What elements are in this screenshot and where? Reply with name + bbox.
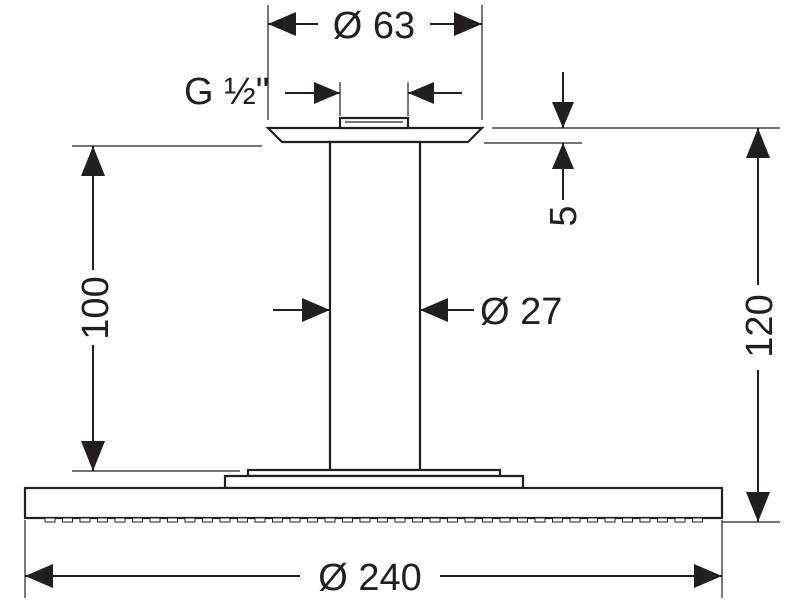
- nozzle: [552, 517, 563, 523]
- nozzle: [499, 517, 511, 523]
- dimension-top-diameter: Ø 63: [267, 5, 483, 120]
- dimension-arm-length: 100: [72, 145, 262, 472]
- flange-thickness-label: 5: [543, 205, 585, 226]
- nozzle: [482, 517, 493, 523]
- dimension-flange-thickness: 5: [484, 72, 780, 227]
- nozzle: [464, 517, 476, 523]
- thread-label: G ½": [184, 71, 269, 113]
- nozzle: [202, 517, 213, 523]
- arm-diameter-label: Ø 27: [480, 291, 562, 333]
- nozzle: [604, 517, 616, 523]
- nozzle: [114, 517, 126, 523]
- nozzle: [289, 517, 301, 523]
- nozzle: [184, 517, 196, 523]
- head-diameter-label: Ø 240: [318, 557, 422, 599]
- arm-length-label: 100: [75, 276, 117, 339]
- top-diameter-label: Ø 63: [333, 5, 415, 47]
- nozzle: [149, 517, 161, 523]
- nozzle: [219, 517, 231, 523]
- nozzle: [412, 517, 423, 523]
- total-height-label: 120: [739, 294, 781, 357]
- nozzle: [307, 517, 318, 523]
- nozzle: [587, 517, 598, 523]
- shower-arm: [328, 140, 422, 472]
- nozzle: [97, 517, 108, 523]
- nozzle: [517, 517, 528, 523]
- nozzle: [622, 517, 633, 523]
- nozzle: [534, 517, 546, 523]
- nozzle: [692, 517, 703, 523]
- nozzle: [237, 517, 248, 523]
- ceiling-flange: [265, 116, 485, 144]
- nozzle: [62, 517, 73, 523]
- dimension-head-diameter: Ø 240: [24, 520, 723, 599]
- nozzle: [272, 517, 283, 523]
- nozzle: [429, 517, 441, 523]
- nozzle: [657, 517, 668, 523]
- dimension-total-height: 120: [722, 128, 781, 523]
- arm-base-plate: [223, 468, 525, 490]
- nozzle: [44, 517, 56, 523]
- nozzle: [447, 517, 458, 523]
- dimension-arm-diameter: Ø 27: [273, 291, 562, 333]
- nozzle: [132, 517, 143, 523]
- shower-head: [23, 486, 724, 523]
- nozzle: [324, 517, 336, 523]
- nozzle: [639, 517, 651, 523]
- nozzle: [394, 517, 406, 523]
- nozzle-row: [44, 517, 703, 523]
- nozzle: [569, 517, 581, 523]
- nozzle: [342, 517, 353, 523]
- nozzle: [167, 517, 178, 523]
- nozzle: [359, 517, 371, 523]
- nozzle: [674, 517, 686, 523]
- nozzle: [79, 517, 91, 523]
- nozzle: [254, 517, 266, 523]
- dimension-thread: G ½": [184, 71, 462, 116]
- nozzle: [377, 517, 388, 523]
